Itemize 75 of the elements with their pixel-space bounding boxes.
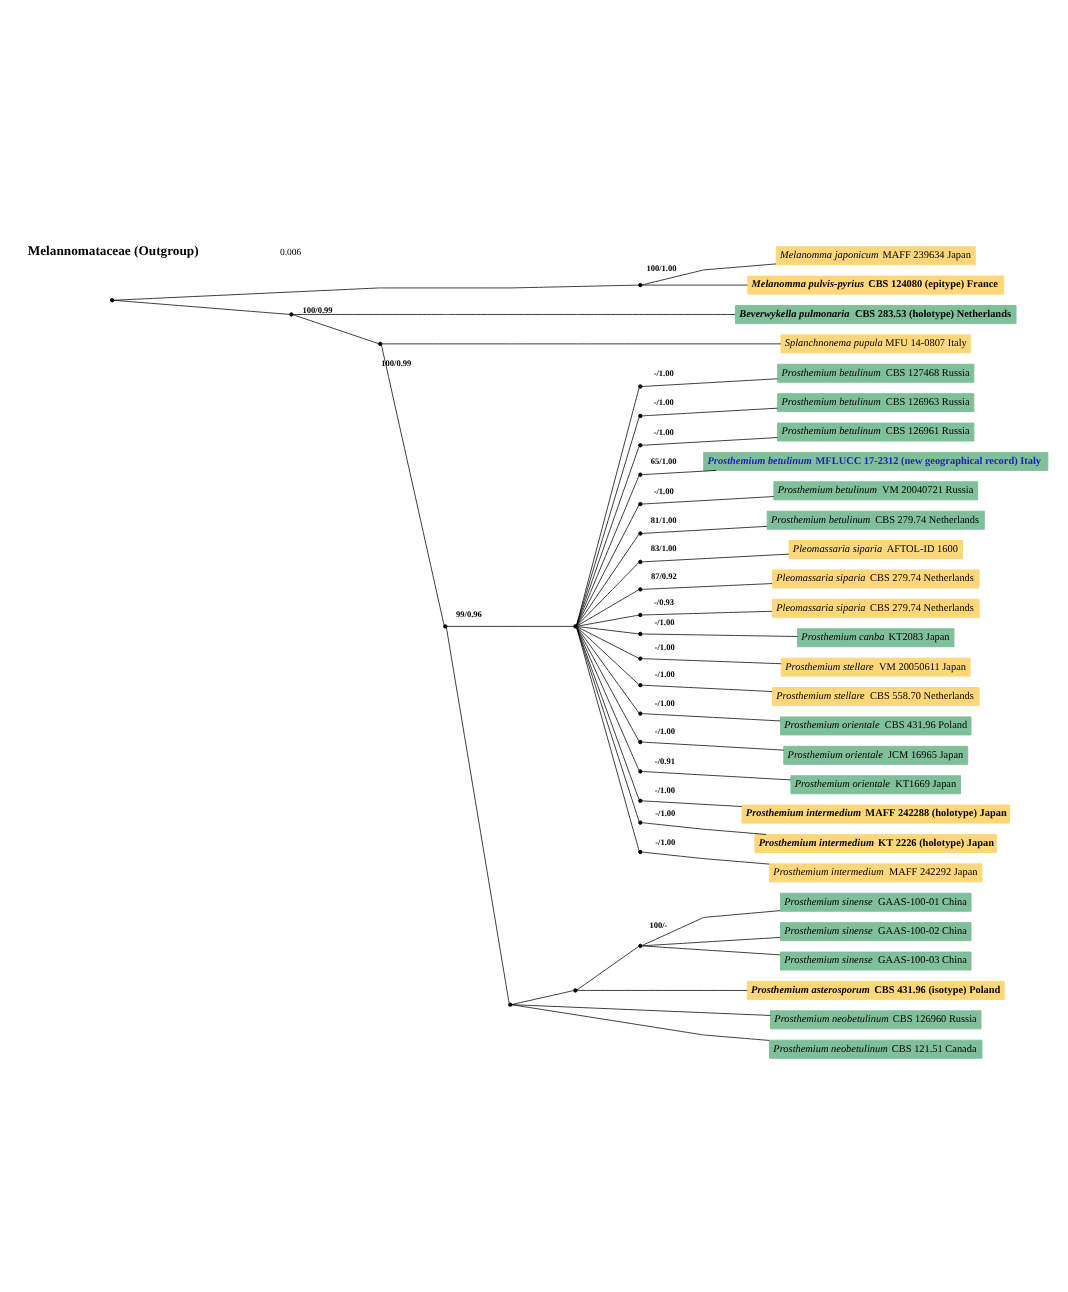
node-dot bbox=[638, 471, 643, 476]
connector bbox=[642, 850, 770, 864]
connector bbox=[577, 613, 639, 626]
node-dot bbox=[638, 412, 643, 418]
connector bbox=[642, 609, 773, 615]
node-dot bbox=[378, 340, 383, 346]
node-dot bbox=[638, 942, 643, 948]
connector bbox=[642, 770, 792, 780]
connector bbox=[642, 821, 767, 834]
connector bbox=[576, 533, 640, 625]
node-dot bbox=[638, 710, 643, 715]
connector bbox=[577, 625, 639, 658]
connector bbox=[381, 343, 445, 625]
node-dot bbox=[638, 281, 643, 287]
node-dot bbox=[638, 681, 643, 687]
connector bbox=[642, 799, 743, 806]
node-dot bbox=[638, 500, 643, 506]
node-dot bbox=[638, 738, 643, 744]
connector bbox=[577, 625, 639, 634]
connector bbox=[511, 989, 574, 1004]
node-dot bbox=[638, 797, 643, 802]
connector bbox=[642, 552, 790, 562]
connector bbox=[576, 474, 640, 625]
connector bbox=[642, 909, 781, 945]
connector bbox=[576, 561, 639, 626]
node-dot bbox=[109, 297, 115, 302]
node-dot bbox=[638, 611, 643, 617]
node-dot bbox=[573, 623, 578, 628]
connector bbox=[576, 503, 640, 625]
connector bbox=[642, 936, 781, 946]
connector bbox=[511, 1003, 771, 1015]
node-dot bbox=[289, 311, 294, 316]
node-dot bbox=[638, 630, 643, 636]
connector bbox=[642, 377, 778, 386]
connector bbox=[642, 712, 781, 721]
node-dot bbox=[573, 987, 578, 992]
connector bbox=[576, 945, 639, 990]
connector bbox=[113, 283, 639, 300]
connector bbox=[576, 626, 640, 770]
connector bbox=[511, 1003, 770, 1040]
node-dot bbox=[638, 768, 643, 773]
connector bbox=[642, 524, 768, 533]
node-dot bbox=[508, 1001, 513, 1006]
connector bbox=[642, 469, 717, 474]
connector bbox=[576, 989, 748, 990]
connector bbox=[381, 342, 782, 344]
node-dot bbox=[638, 848, 643, 854]
connector bbox=[642, 262, 777, 285]
connector bbox=[576, 625, 639, 684]
connector bbox=[642, 657, 782, 664]
connector bbox=[292, 313, 379, 343]
connector bbox=[642, 582, 773, 589]
connector bbox=[576, 626, 640, 713]
connector bbox=[642, 406, 778, 416]
connector bbox=[113, 298, 290, 314]
connector bbox=[642, 632, 798, 636]
connector bbox=[642, 495, 775, 504]
connector bbox=[576, 626, 640, 741]
node-dot bbox=[638, 819, 643, 824]
connector bbox=[642, 944, 781, 955]
node-dot bbox=[638, 383, 643, 388]
connector bbox=[292, 313, 736, 314]
connector bbox=[642, 436, 778, 445]
node-dot bbox=[638, 442, 643, 447]
connector bbox=[642, 283, 748, 285]
connector bbox=[576, 588, 639, 626]
connector bbox=[446, 625, 574, 626]
node-dot bbox=[638, 558, 643, 564]
node-dot bbox=[638, 655, 643, 660]
connector bbox=[446, 626, 510, 1003]
node-dot bbox=[638, 530, 643, 535]
connector bbox=[642, 683, 773, 691]
node-dot bbox=[443, 623, 448, 628]
node-dot bbox=[638, 586, 643, 591]
connector bbox=[642, 740, 785, 750]
